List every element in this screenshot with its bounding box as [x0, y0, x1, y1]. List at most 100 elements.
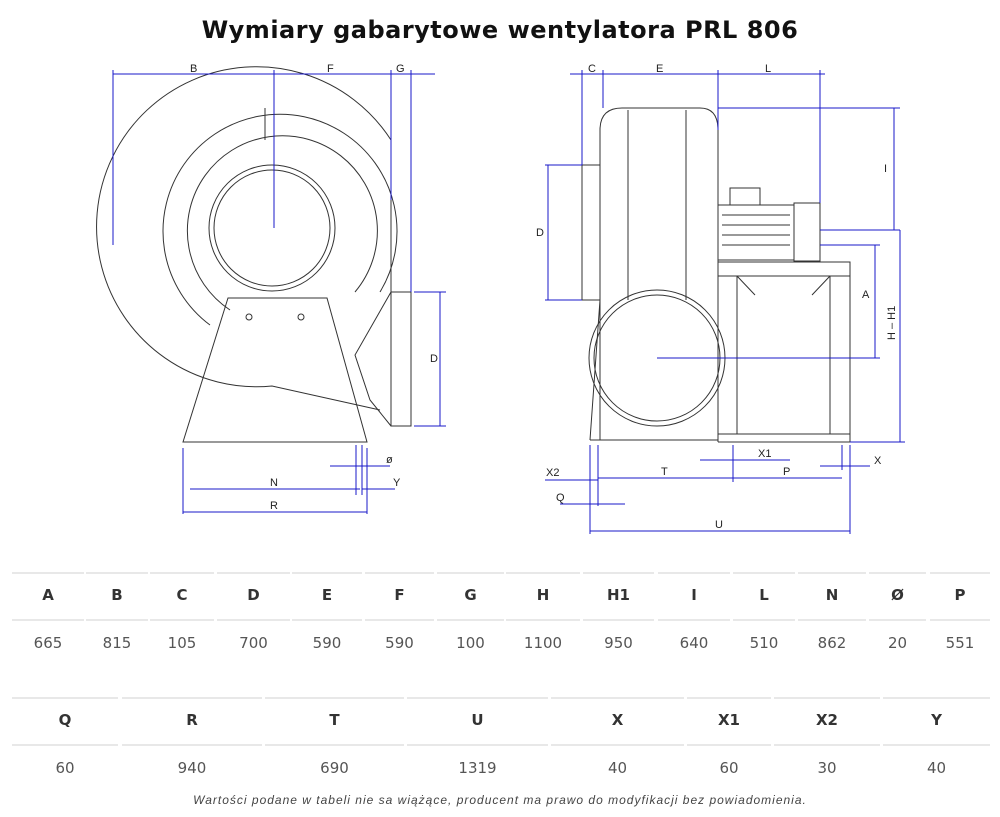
column-value: 1100 [523, 634, 563, 652]
bolt-hole [297, 313, 305, 321]
housing-foot [589, 299, 601, 441]
table-cell: Q 60 [12, 697, 118, 807]
column-header: X2 [815, 711, 838, 729]
front-view: B F G D N R ø Y [96, 63, 446, 514]
column-header: C [176, 586, 188, 604]
terminal-box [729, 187, 761, 206]
column-header: A [42, 586, 54, 604]
column-header: H [536, 586, 550, 604]
table-cell: X1 60 [687, 697, 771, 807]
table-cell: A 665 [12, 572, 84, 682]
dim-label-phi: ø [386, 454, 393, 466]
column-header: X [611, 711, 624, 729]
table-cell: E 590 [292, 572, 362, 682]
housing-side [599, 107, 719, 441]
column-value: 40 [607, 759, 628, 777]
table-cell: P 551 [930, 572, 990, 682]
column-header: U [471, 711, 484, 729]
column-value: 640 [679, 634, 709, 652]
column-header: R [186, 711, 198, 729]
dim-label-t: T [661, 466, 668, 478]
table-cell: F 590 [365, 572, 434, 682]
table-cell: X2 30 [774, 697, 880, 807]
stand-frame [717, 275, 851, 443]
column-header: Q [58, 711, 72, 729]
column-header: F [394, 586, 405, 604]
fan-dimension-drawing: B F G D N R ø Y [96, 63, 905, 534]
dim-label-l: L [765, 63, 771, 75]
scroll-inner-2 [186, 135, 378, 311]
column-header: H1 [607, 586, 630, 604]
table-cell: C 105 [150, 572, 214, 682]
disclaimer-note: Wartości podane w tabeli nie sa wiążące,… [193, 793, 807, 807]
dim-label-x2: X2 [546, 467, 559, 479]
column-header: X1 [717, 711, 740, 729]
column-value: 815 [102, 634, 132, 652]
dim-label-r: R [270, 500, 278, 512]
column-header: P [954, 586, 966, 604]
dim-label-x: X [874, 455, 882, 467]
column-header: I [691, 586, 697, 604]
table-cell: Ø 20 [869, 572, 926, 682]
column-value: 60 [55, 759, 75, 777]
column-value: 665 [33, 634, 63, 652]
column-header: D [247, 586, 260, 604]
dim-label-f: F [327, 63, 334, 75]
side-view: C E L I D A H – H1 X1 X X2 T P Q U [536, 63, 905, 534]
table-cell: L 510 [733, 572, 795, 682]
column-header: E [321, 586, 333, 604]
column-value: 700 [239, 634, 268, 652]
column-value: 60 [719, 759, 739, 777]
inlet-outer [208, 164, 336, 292]
dim-label-n: N [270, 477, 278, 489]
column-value: 590 [385, 634, 414, 652]
column-header: Y [931, 711, 942, 729]
column-value: 1319 [458, 759, 497, 777]
column-value: 950 [604, 634, 633, 652]
dim-label-x1: X1 [758, 448, 771, 460]
motor-plate [717, 261, 851, 277]
dim-label-a: A [862, 289, 870, 301]
column-header: T [329, 711, 340, 729]
page-title: Wymiary gabarytowe wentylatora PRL 806 [201, 16, 799, 44]
table-cell: T 690 [265, 697, 404, 807]
table-cell: D 700 [217, 572, 290, 682]
table-cell: U 1319 [407, 697, 548, 807]
column-value: 551 [945, 634, 975, 652]
column-value: 30 [817, 759, 837, 777]
dim-label-u: U [715, 519, 723, 531]
dim-label-q: Q [556, 492, 565, 504]
scroll-inner [162, 113, 398, 326]
column-value: 105 [167, 634, 197, 652]
table-cell: H1 950 [583, 572, 654, 682]
inlet-flange [581, 164, 601, 301]
column-header: N [825, 586, 839, 604]
dim-label-c: C [588, 63, 596, 75]
motor-cover [793, 202, 821, 262]
column-header: G [464, 586, 477, 604]
motor-fins [722, 214, 790, 246]
column-header: Ø [891, 586, 904, 604]
table-cell: I 640 [658, 572, 730, 682]
column-value: 510 [749, 634, 779, 652]
table-cell: B 815 [86, 572, 148, 682]
base-stand [182, 297, 368, 443]
column-header: L [759, 586, 769, 604]
bolt-hole [245, 313, 253, 321]
dim-label-d-right: D [536, 227, 544, 239]
scroll-housing [96, 66, 392, 411]
dim-label-g: G [396, 63, 405, 75]
column-value: 100 [456, 634, 485, 652]
table-cell: H 1100 [506, 572, 580, 682]
column-value: 690 [320, 759, 349, 777]
outlet-flange [354, 291, 412, 427]
column-header: B [111, 586, 123, 604]
column-value: 20 [887, 634, 908, 652]
dim-label-b: B [190, 63, 197, 75]
dim-label-i: I [884, 163, 887, 175]
motor [717, 204, 795, 261]
dim-label-h-h1: H – H1 [886, 306, 898, 340]
column-value: 590 [312, 634, 342, 652]
